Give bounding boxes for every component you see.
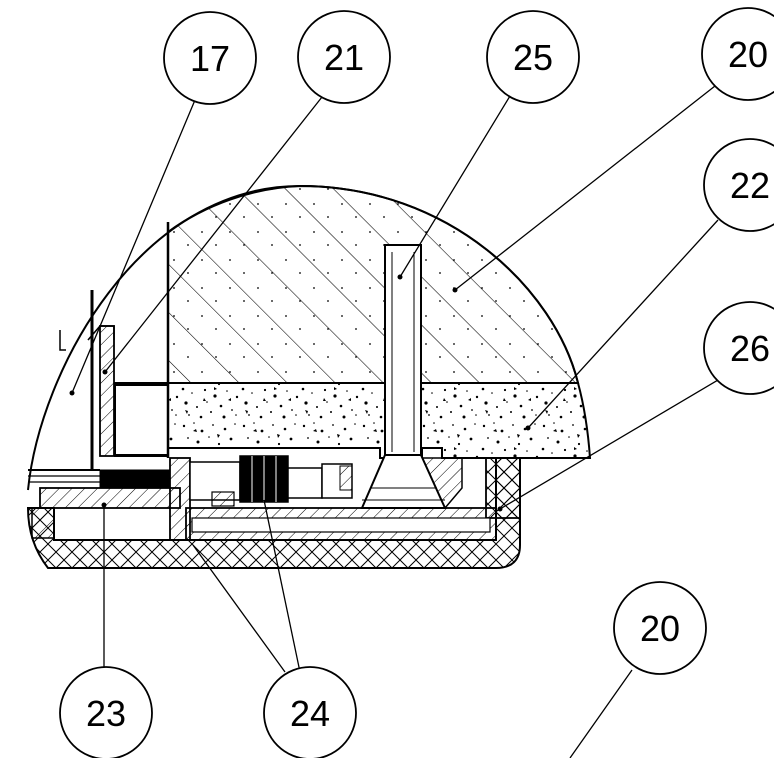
base-tray — [26, 457, 521, 569]
callout-20-bottom: 20 — [613, 581, 707, 675]
callout-20-top-label: 20 — [728, 34, 768, 75]
callout-17: 17 — [163, 11, 257, 105]
callout-24: 24 — [263, 666, 357, 758]
leader-lines — [71, 85, 719, 758]
callout-23: 23 — [59, 666, 153, 758]
callout-20-bottom-label: 20 — [640, 608, 680, 649]
callout-17-label: 17 — [190, 38, 230, 79]
callout-21-label: 21 — [324, 37, 364, 78]
concrete-layer — [114, 382, 592, 459]
cover-body — [167, 184, 580, 387]
callout-23-label: 23 — [86, 693, 126, 734]
callout-26-label: 26 — [730, 328, 770, 369]
left-profiles — [28, 222, 181, 539]
callout-22: 22 — [703, 138, 774, 232]
callout-20-top: 20 — [701, 7, 774, 101]
callout-22-label: 22 — [730, 165, 770, 206]
detail-boundary — [27, 184, 579, 491]
callout-25: 25 — [486, 10, 580, 104]
callout-26: 26 — [703, 301, 774, 395]
callout-21: 21 — [297, 10, 391, 104]
callout-24-label: 24 — [290, 693, 330, 734]
bolt — [360, 244, 447, 509]
callout-25-label: 25 — [513, 37, 553, 78]
middle-parts — [169, 455, 521, 541]
